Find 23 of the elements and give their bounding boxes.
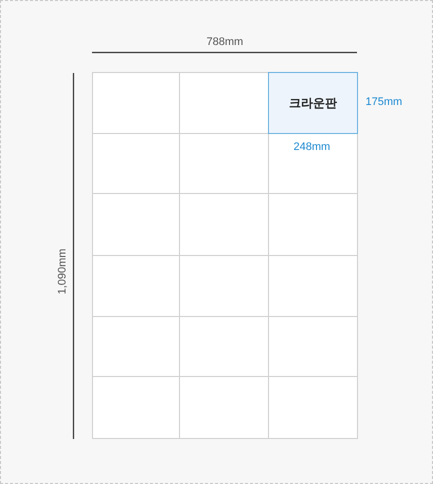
sheet-section (92, 72, 180, 134)
sheet-section (92, 193, 180, 256)
dimension-label: 1,090mm (56, 248, 70, 294)
sheet-section (92, 316, 180, 377)
dimension-label: 788mm (206, 36, 244, 48)
sheet-section (268, 255, 358, 317)
sheet-section (179, 316, 269, 377)
sheet-section (179, 255, 269, 317)
sheet-section (92, 376, 180, 439)
sheet-section (179, 376, 269, 439)
sheet-section (92, 255, 180, 317)
sheet-section (179, 193, 269, 256)
sheet-section (92, 133, 180, 194)
sheet-section (268, 193, 358, 256)
format-name: 크라운판 (289, 94, 337, 112)
sheet-section (268, 316, 358, 377)
sheet-section (268, 376, 358, 439)
sheet-section (179, 133, 269, 194)
sheet-section (268, 133, 358, 194)
sheet-section (179, 72, 269, 134)
highlighted-section (268, 72, 358, 134)
dimension-label: 248mm (294, 140, 330, 154)
dimension-label: 175mm (366, 96, 402, 108)
